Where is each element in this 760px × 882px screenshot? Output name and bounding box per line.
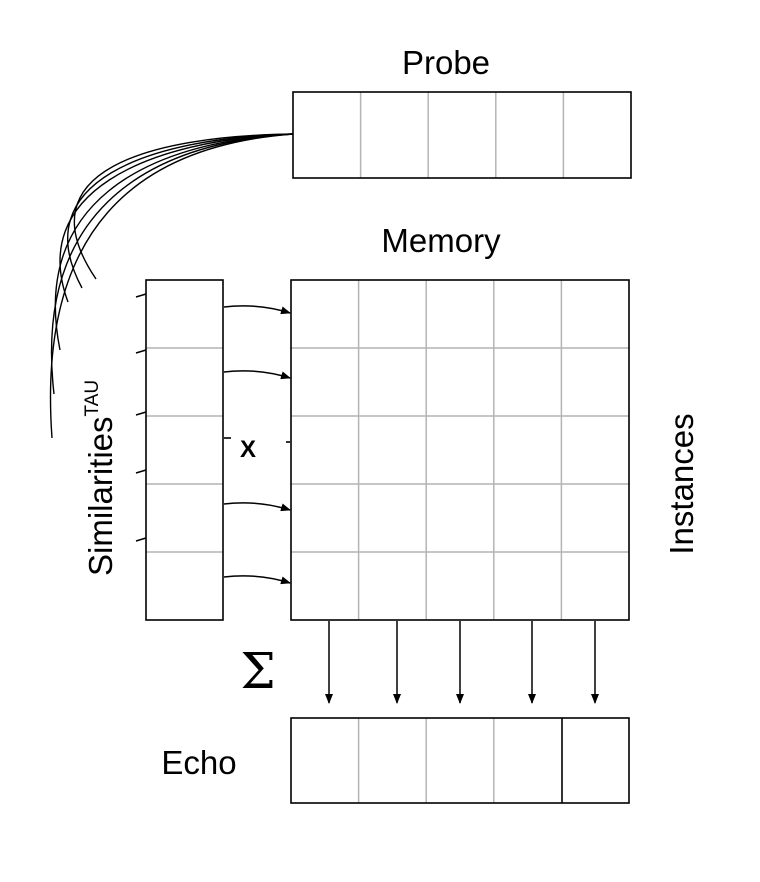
- probe-connection-curve: [73, 133, 294, 280]
- probe-to-similarity-connections: [49, 133, 294, 439]
- similarity-input-tick: [135, 293, 147, 298]
- row-arrow: [223, 370, 291, 380]
- probe-connection-curve: [54, 133, 294, 351]
- similarities-label-text: Similarities: [82, 416, 119, 576]
- similarity-outline: [145, 279, 224, 621]
- memory-matrix: [290, 279, 630, 621]
- memory-cell-dividers: [291, 280, 629, 620]
- echo-label: Echo: [161, 744, 236, 781]
- echo-outline: [290, 717, 630, 804]
- row-arrow: [223, 305, 291, 315]
- memory-label: Memory: [381, 222, 501, 259]
- probe-label: Probe: [402, 44, 490, 81]
- similarity-cell-dividers: [146, 347, 223, 553]
- similarity-input-tick: [135, 349, 147, 354]
- similarity-input-ticks: [135, 293, 147, 542]
- probe-vector: [292, 91, 632, 179]
- probe-cell-dividers: [359, 92, 565, 178]
- memory-outline: [290, 279, 630, 621]
- probe-connection-curve: [50, 133, 294, 395]
- probe-connection-curve: [49, 133, 294, 439]
- similarity-input-tick: [135, 537, 147, 542]
- multiply-symbol: X: [240, 436, 256, 463]
- memory-to-echo-arrows: [325, 621, 599, 704]
- similarity-input-tick: [135, 469, 147, 474]
- similarities-label-superscript: TAU: [82, 380, 103, 417]
- probe-connection-curve: [67, 133, 294, 289]
- row-arrow: [223, 575, 291, 585]
- similarity-to-memory-arrows: [223, 305, 291, 585]
- probe-connection-curve: [59, 133, 294, 303]
- echo-cell-dividers: [357, 718, 495, 803]
- similarities-label: SimilaritiesTAU: [82, 380, 119, 576]
- row-arrow: [223, 502, 291, 512]
- sum-symbol: Σ: [240, 642, 275, 700]
- instances-label: Instances: [663, 413, 700, 554]
- echo-vector: [290, 717, 630, 804]
- similarity-input-tick: [135, 411, 147, 416]
- similarity-vector: [145, 279, 224, 621]
- probe-outline: [292, 91, 632, 179]
